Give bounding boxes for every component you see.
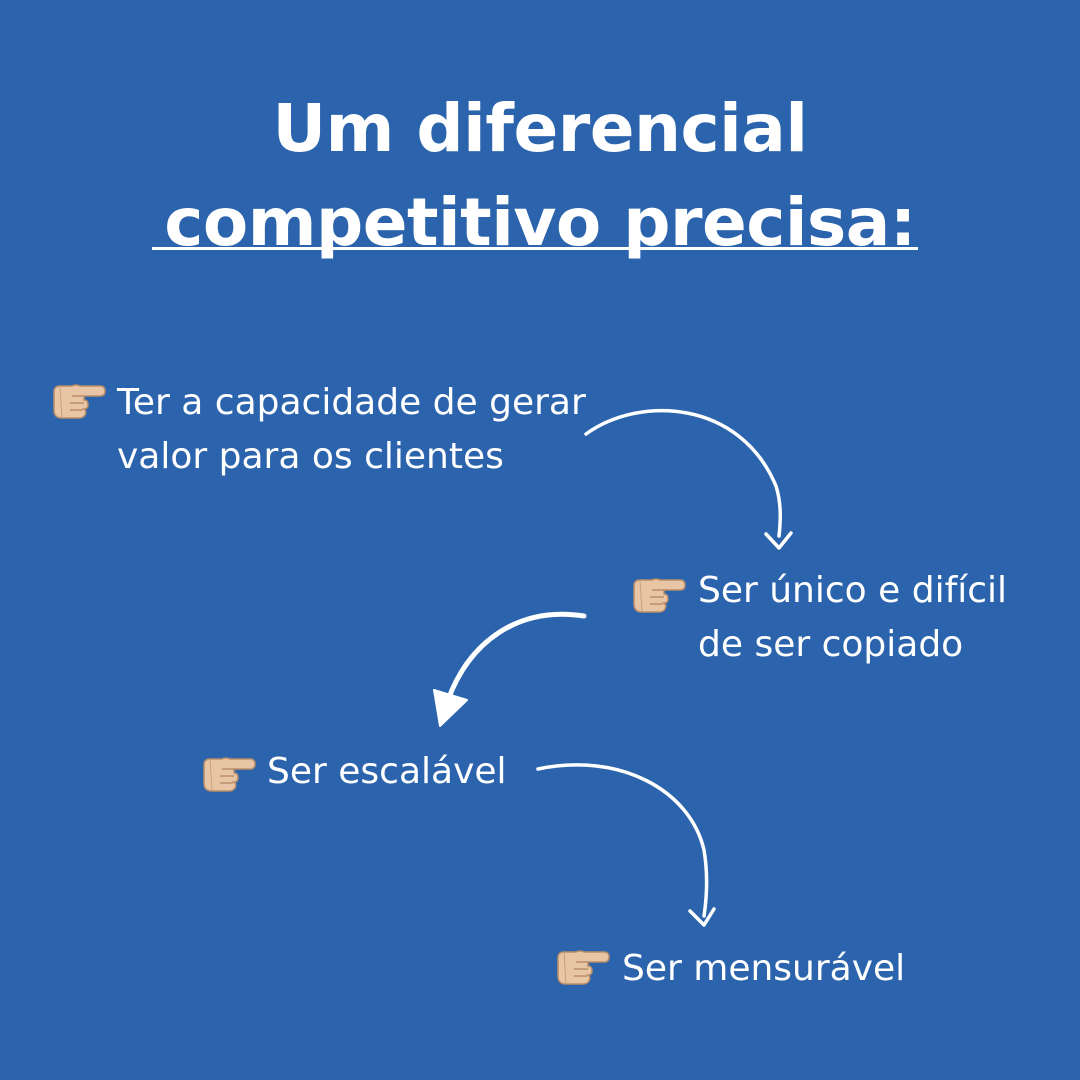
title-line-1: Um diferencial [272,90,808,167]
list-item-4: Ser mensurável [622,942,905,996]
title-underline [152,247,918,250]
curved-arrow-icon [433,611,587,727]
pointing-hand-icon [557,950,610,985]
page-title: Um diferencial competitivo precisa: [0,82,1080,270]
title-line-2: competitivo precisa: [164,184,916,261]
list-item-1-line-2: valor para os clientes [117,436,504,477]
list-item-2: Ser único e difícil de ser copiado [698,564,1007,672]
list-item-1: Ter a capacidade de gerar valor para os … [117,376,586,484]
pointing-hand-icon [53,384,106,419]
list-item-3-line-1: Ser escalável [267,751,507,792]
curved-arrow-icon [584,409,793,550]
list-item-2-line-1: Ser único e difícil [698,570,1008,611]
list-item-4-line-1: Ser mensurável [622,948,906,989]
pointing-hand-icon [633,578,686,613]
list-item-2-line-2: de ser copiado [698,624,964,665]
list-item-1-line-1: Ter a capacidade de gerar [117,382,586,423]
pointing-hand-icon [203,757,256,792]
list-item-3: Ser escalável [267,745,507,799]
curved-arrow-icon [536,763,716,927]
